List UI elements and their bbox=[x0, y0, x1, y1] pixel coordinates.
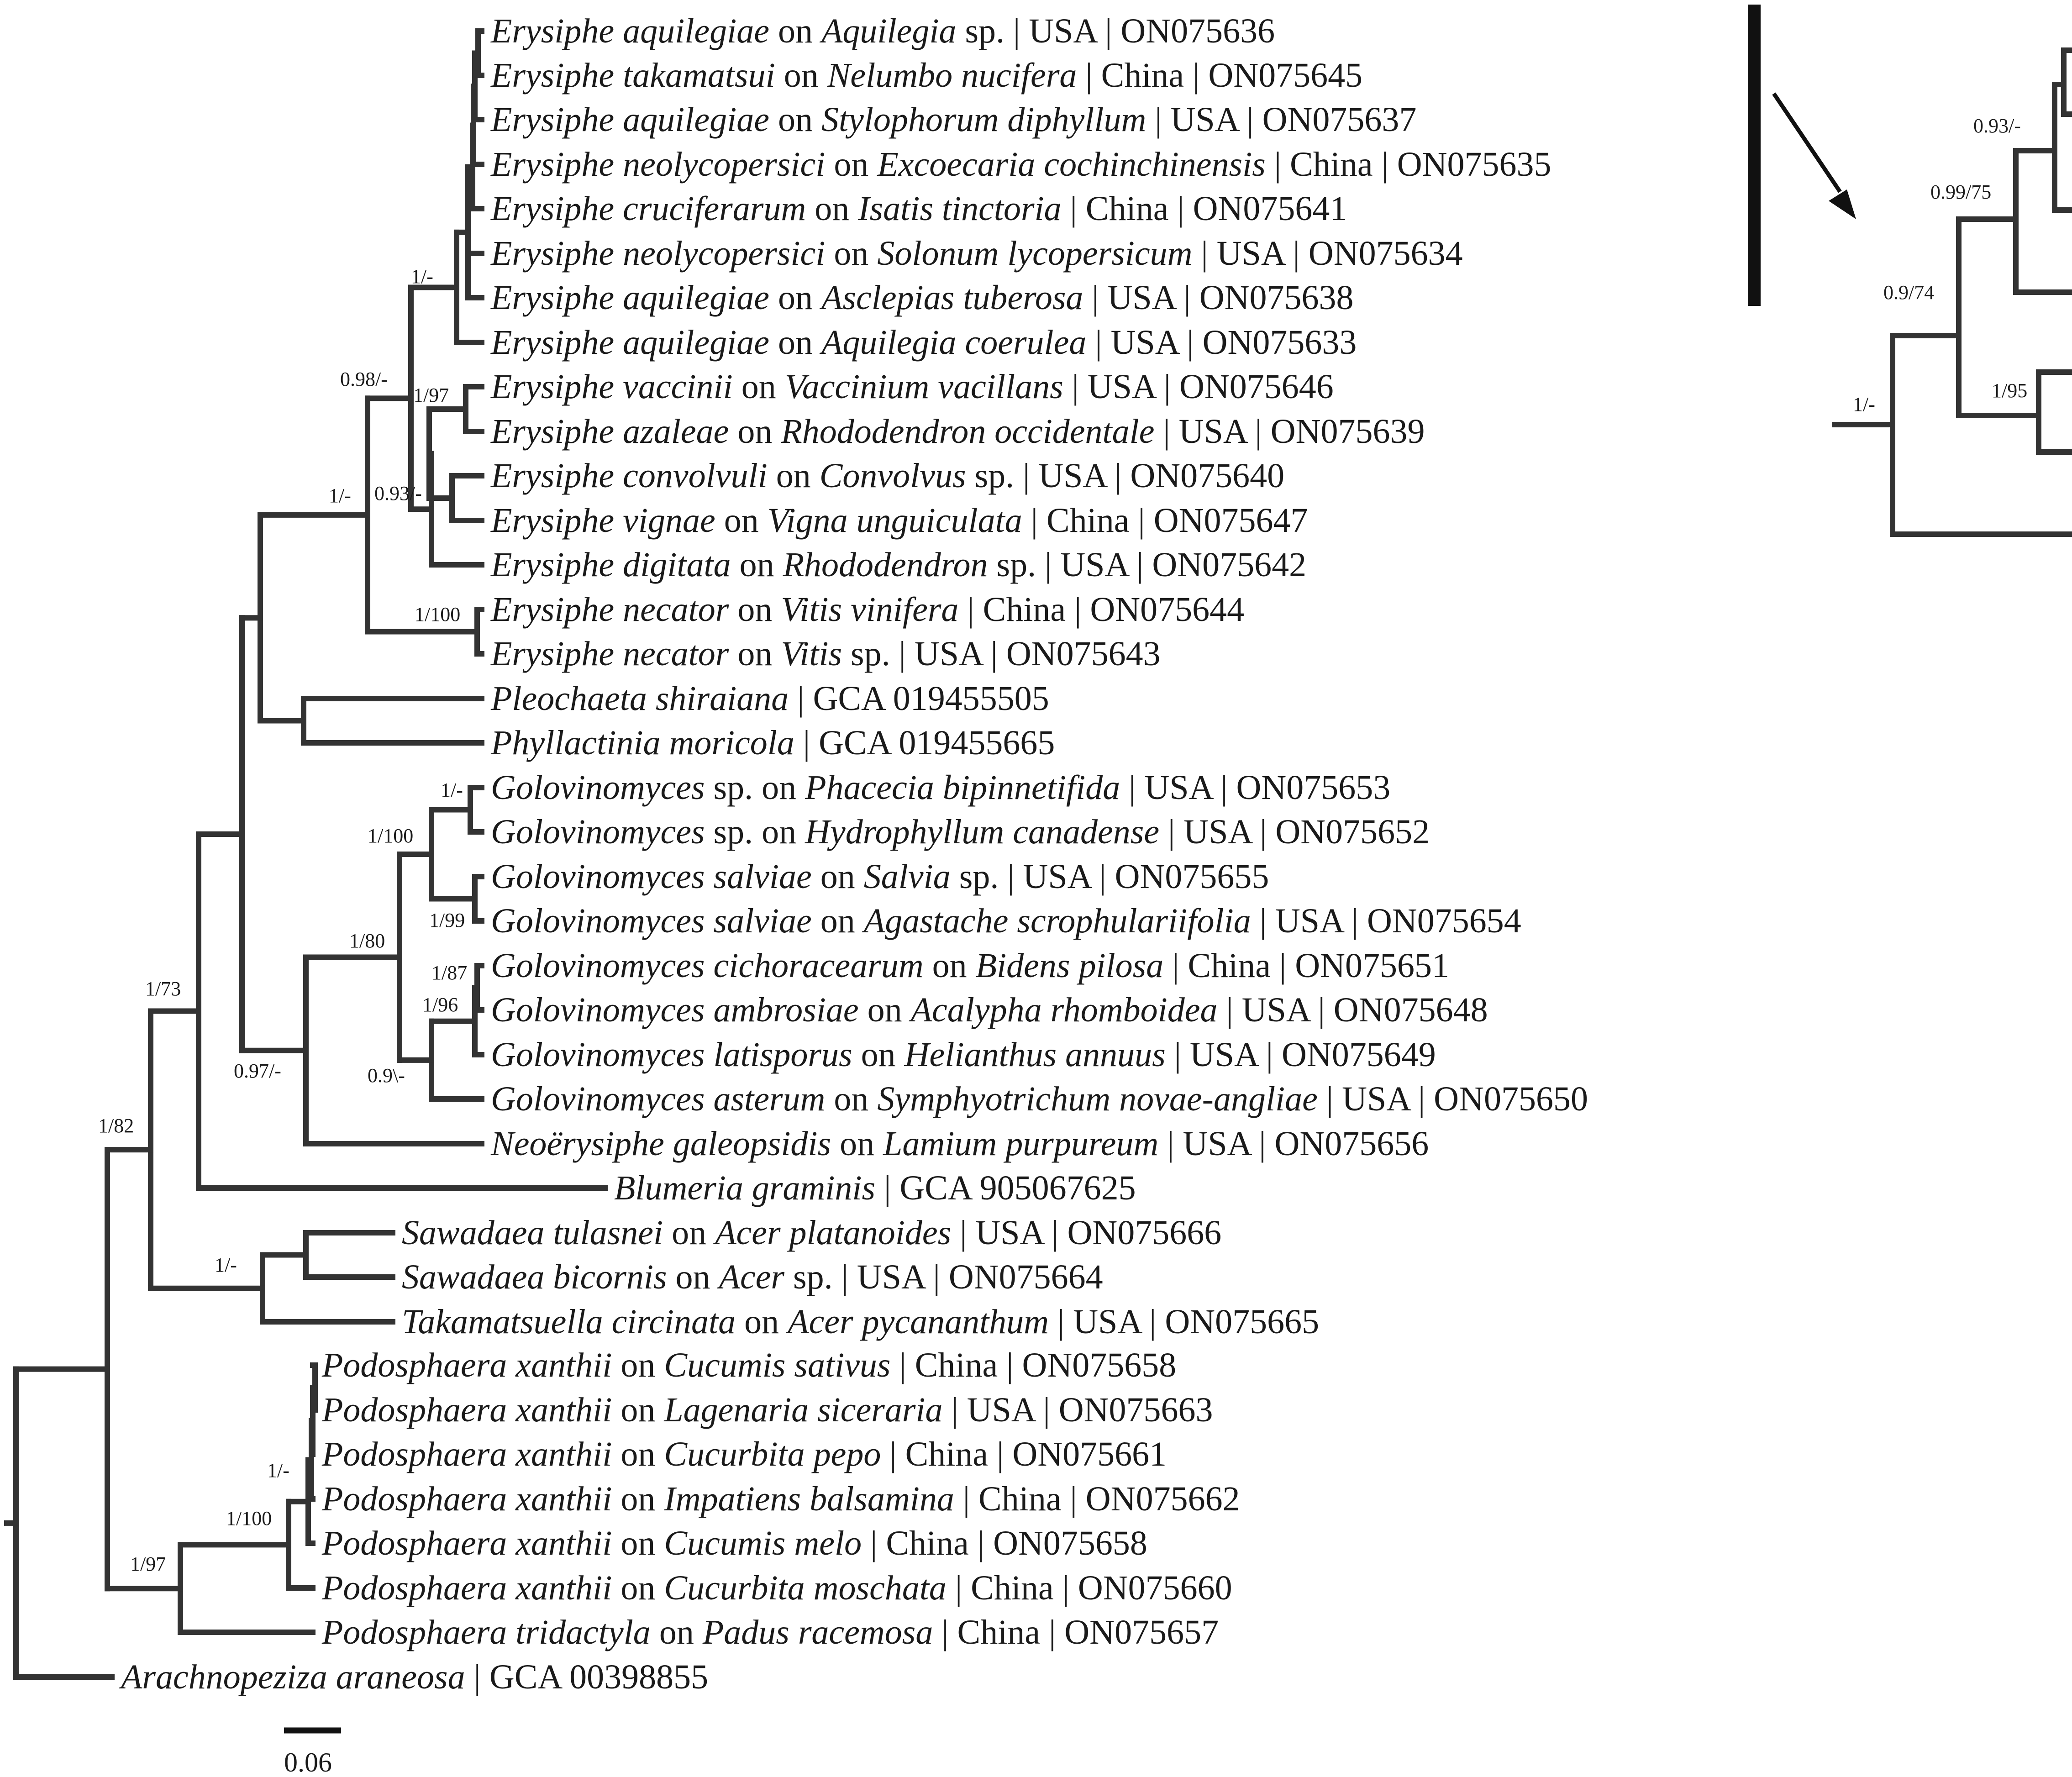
tip-label: Podosphaera tridactyla on Padus racemosa… bbox=[321, 1613, 1219, 1651]
tip-label: Phyllactinia moricola | GCA 019455665 bbox=[490, 724, 1055, 762]
inset-support-value: 0.9/74 bbox=[1883, 281, 1934, 304]
inset-tree: 0.93/- 0.99/75 0.9/74 1/95 1/- bbox=[1748, 5, 2072, 537]
tip-label: Erysiphe takamatsui on Nelumbo nucifera … bbox=[490, 56, 1362, 95]
tip-label: Erysiphe digitata on Rhododendron sp. | … bbox=[490, 546, 1306, 584]
tip-label: Erysiphe vaccinii on Vaccinium vacillans… bbox=[490, 368, 1334, 406]
support-value: 1/- bbox=[267, 1459, 289, 1482]
tip-label: Erysiphe neolycopersici on Solonum lycop… bbox=[490, 234, 1463, 273]
support-value: 1/- bbox=[329, 484, 351, 507]
inset-arrow-shaft bbox=[1772, 92, 1842, 193]
tip-label: Erysiphe vignae on Vigna unguiculata | C… bbox=[490, 501, 1308, 540]
support-value: 1/100 bbox=[415, 603, 460, 626]
tip-label: Podosphaera xanthii on Impatiens balsami… bbox=[321, 1480, 1240, 1518]
support-value: 1/- bbox=[411, 265, 433, 288]
tip-label: Golovinomyces latisporus on Helianthus a… bbox=[491, 1036, 1436, 1074]
tip-label: Erysiphe convolvuli on Convolvus sp. | U… bbox=[490, 457, 1284, 495]
scale-bar: 0.06 bbox=[284, 1727, 341, 1777]
support-value: 1/80 bbox=[349, 930, 385, 952]
tip-label: Podosphaera xanthii on Cucumis melo | Ch… bbox=[321, 1524, 1147, 1562]
tip-label: Blumeria graminis | GCA 905067625 bbox=[614, 1169, 1136, 1207]
tip-label: Neoërysiphe galeopsidis on Lamium purpur… bbox=[490, 1125, 1429, 1163]
tip-label: Golovinomyces cichoracearum on Bidens pi… bbox=[491, 946, 1449, 985]
tip-label: Erysiphe azaleae on Rhododendron occiden… bbox=[490, 412, 1425, 451]
support-value: 0.93/- bbox=[374, 482, 422, 505]
tip-label: Erysiphe neolycopersici on Excoecaria co… bbox=[490, 145, 1551, 184]
inset-support-value: 0.93/- bbox=[1973, 115, 2021, 137]
support-value: 1/99 bbox=[429, 909, 465, 931]
support-value: 1/73 bbox=[145, 978, 181, 1000]
inset-support-value: 0.99/75 bbox=[1930, 181, 1991, 203]
tip-label: Erysiphe cruciferarum on Isatis tinctori… bbox=[490, 189, 1347, 228]
tip-label: Erysiphe aquilegiae on Stylophorum diphy… bbox=[490, 100, 1416, 139]
inset-support-values: 0.93/- 0.99/75 0.9/74 1/95 1/- bbox=[1853, 115, 2027, 415]
inset-branches bbox=[1832, 47, 2072, 537]
support-value: 1/97 bbox=[413, 384, 449, 406]
scale-bar-label: 0.06 bbox=[284, 1747, 332, 1777]
tip-label: Golovinomyces sp. on Hydrophyllum canade… bbox=[491, 813, 1430, 851]
support-value: 0.97/- bbox=[234, 1060, 281, 1082]
tip-label: Golovinomyces sp. on Phacecia bipinnetif… bbox=[491, 768, 1390, 807]
tip-label: Pleochaeta shiraiana | GCA 019455505 bbox=[490, 679, 1049, 718]
tip-label: Golovinomyces ambrosiae on Acalypha rhom… bbox=[491, 991, 1488, 1029]
support-value: 1/82 bbox=[98, 1115, 134, 1137]
support-value: 1/- bbox=[441, 779, 463, 801]
support-value: 0.9\- bbox=[368, 1064, 405, 1087]
tip-label: Golovinomyces salviae on Agastache scrop… bbox=[491, 902, 1521, 940]
tip-label: Podosphaera xanthii on Cucurbita moschat… bbox=[321, 1569, 1232, 1607]
tip-label: Golovinomyces salviae on Salvia sp. | US… bbox=[491, 857, 1269, 896]
tip-label: Sawadaea tulasnei on Acer platanoides | … bbox=[402, 1214, 1221, 1252]
tip-label: Takamatsuella circinata on Acer pycanant… bbox=[402, 1303, 1319, 1341]
support-value: 1/96 bbox=[422, 994, 458, 1016]
inset-arrow-head bbox=[1829, 189, 1856, 219]
tip-labels: Erysiphe aquilegiae on Aquilegia sp. | U… bbox=[119, 12, 1588, 1696]
tip-label: Golovinomyces asterum on Symphyotrichum … bbox=[491, 1080, 1588, 1118]
tip-label: Erysiphe aquilegiae on Aquilegia coerule… bbox=[490, 323, 1357, 362]
tip-label: Erysiphe necator on Vitis vinifera | Chi… bbox=[490, 590, 1244, 629]
inset-support-value: 1/- bbox=[1853, 393, 1875, 415]
support-value: 1/- bbox=[215, 1254, 237, 1276]
support-values: 1/- 0.98/- 1/97 0.93/- 1/100 1/- 1/- 1/100 1/99 1… bbox=[98, 265, 467, 1575]
tip-label: Erysiphe aquilegiae on Asclepias tuberos… bbox=[490, 279, 1353, 317]
support-value: 0.98/- bbox=[340, 368, 388, 390]
tip-label: Podosphaera xanthii on Cucumis sativus |… bbox=[321, 1346, 1176, 1384]
inset-support-value: 1/95 bbox=[1992, 379, 2027, 402]
tip-label: Erysiphe aquilegiae on Aquilegia sp. | U… bbox=[490, 12, 1275, 50]
tip-label: Erysiphe necator on Vitis sp. | USA | ON… bbox=[490, 635, 1161, 673]
tip-label: Arachnopeziza araneosa | GCA 00398855 bbox=[119, 1658, 708, 1696]
support-value: 1/100 bbox=[368, 825, 413, 847]
tree-branches bbox=[4, 28, 608, 1680]
tip-label: Podosphaera xanthii on Lagenaria sicerar… bbox=[321, 1391, 1213, 1429]
tip-label: Sawadaea bicornis on Acer sp. | USA | ON… bbox=[402, 1258, 1103, 1296]
support-value: 1/87 bbox=[431, 962, 467, 984]
support-value: 1/97 bbox=[130, 1553, 166, 1575]
support-value: 1/100 bbox=[226, 1507, 272, 1530]
tip-label: Podosphaera xanthii on Cucurbita pepo | … bbox=[321, 1435, 1167, 1473]
